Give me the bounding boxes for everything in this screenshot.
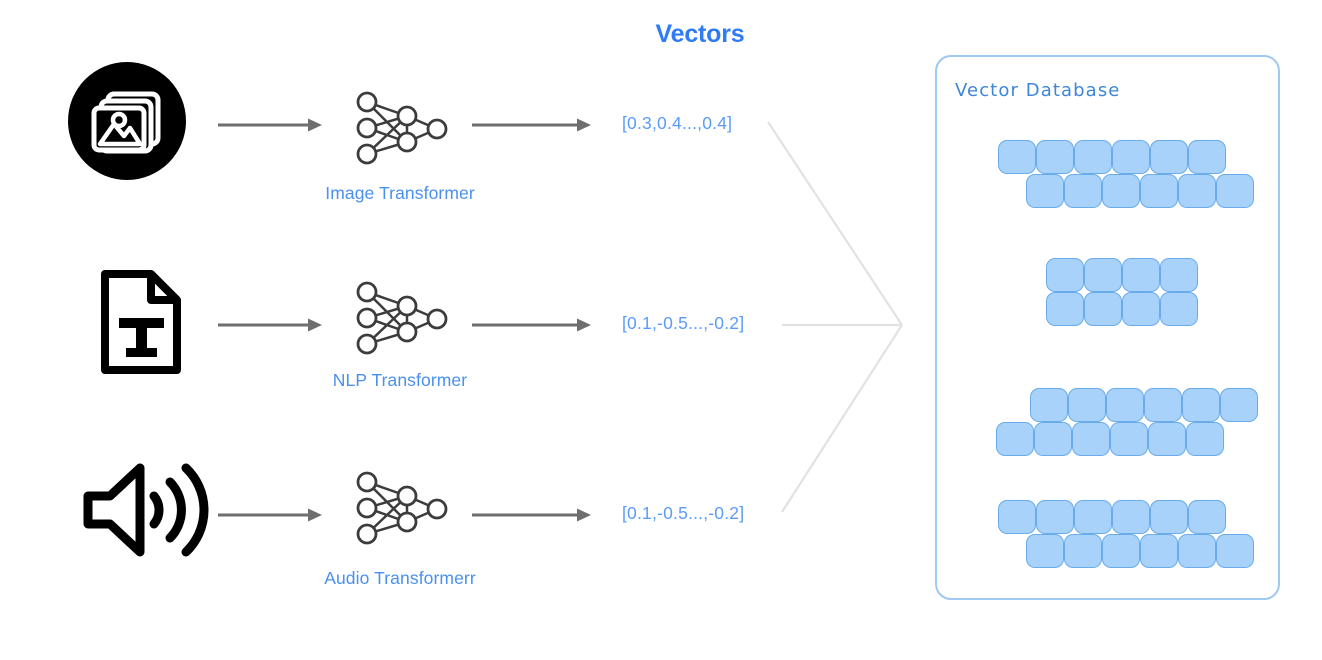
- vector-database-title: Vector Database: [955, 80, 1121, 101]
- vector-cell-row: [960, 174, 1260, 208]
- vector-cell: [1026, 174, 1064, 208]
- vector-cell: [998, 140, 1036, 174]
- vector-cell: [1074, 500, 1112, 534]
- vector-cell: [1034, 422, 1072, 456]
- vector-cell: [1106, 388, 1144, 422]
- vector-cell: [1084, 292, 1122, 326]
- neural-network-icon-audio: [345, 464, 455, 552]
- neural-network-icon-nlp: [345, 274, 455, 362]
- text-document-icon: [95, 268, 187, 376]
- arrow-transformer-to-vector-nlp: [472, 317, 592, 337]
- vector-cell: [1220, 388, 1258, 422]
- vector-cell-row: [960, 140, 1260, 174]
- arrow-transformer-to-vector-audio: [472, 507, 592, 527]
- images-photo-icon: [68, 62, 186, 180]
- transformer-label-audio: Audio Transformerr: [324, 568, 476, 588]
- vector-cell: [1102, 174, 1140, 208]
- vector-cell-row: [960, 258, 1260, 292]
- vector-cell: [1036, 500, 1074, 534]
- vector-cell: [1160, 292, 1198, 326]
- vector-cell: [1148, 422, 1186, 456]
- vector-cell-row: [960, 534, 1260, 568]
- vector-cell-group-4: [960, 500, 1260, 568]
- vector-cell: [1110, 422, 1148, 456]
- vector-cell-group-1: [960, 140, 1260, 208]
- page-title: Vectors: [655, 20, 745, 48]
- vector-cell: [1178, 534, 1216, 568]
- vector-cell: [1036, 140, 1074, 174]
- transformer-label-image: Image Transformer: [325, 183, 475, 203]
- vector-cell-row: [960, 388, 1260, 422]
- vector-cell: [1122, 292, 1160, 326]
- vector-cell: [1150, 140, 1188, 174]
- vector-cell: [1026, 534, 1064, 568]
- vector-value-nlp: [0.1,-0.5...,-0.2]: [622, 313, 745, 333]
- vector-cell: [1140, 174, 1178, 208]
- vector-cell-group-2: [960, 258, 1260, 326]
- vector-cell: [1072, 422, 1110, 456]
- arrow-audio-to-transformer: [218, 507, 323, 527]
- vector-cell: [1046, 292, 1084, 326]
- vector-cell: [1140, 534, 1178, 568]
- neural-network-icon-image: [345, 84, 455, 172]
- vector-cell: [1216, 174, 1254, 208]
- vector-cell-row: [960, 292, 1260, 326]
- vector-cell: [1068, 388, 1106, 422]
- vector-cell: [1112, 500, 1150, 534]
- vector-cell: [1084, 258, 1122, 292]
- arrow-transformer-to-vector-image: [472, 117, 592, 137]
- vector-cell: [1046, 258, 1084, 292]
- vector-cell-row: [960, 422, 1260, 456]
- vector-cell: [1160, 258, 1198, 292]
- vector-cell: [998, 500, 1036, 534]
- vector-cell: [1188, 140, 1226, 174]
- vector-cell: [1112, 140, 1150, 174]
- speaker-audio-icon: [82, 458, 210, 562]
- vector-cell: [1188, 500, 1226, 534]
- vector-cell-group-3: [960, 388, 1260, 456]
- transformer-label-nlp: NLP Transformer: [332, 370, 468, 390]
- vector-cell: [1122, 258, 1160, 292]
- vector-cell: [1030, 388, 1068, 422]
- vector-cell-row: [960, 500, 1260, 534]
- vector-cell: [1064, 174, 1102, 208]
- vector-cell: [1216, 534, 1254, 568]
- vector-cell: [1144, 388, 1182, 422]
- vector-cell: [1186, 422, 1224, 456]
- arrow-document-to-transformer: [218, 317, 323, 337]
- vector-cell: [1064, 534, 1102, 568]
- vector-cell: [996, 422, 1034, 456]
- arrow-image-to-transformer: [218, 117, 323, 137]
- vector-value-audio: [0.1,-0.5...,-0.2]: [622, 503, 745, 523]
- vector-cell: [1150, 500, 1188, 534]
- vector-cell: [1074, 140, 1112, 174]
- vector-cell: [1182, 388, 1220, 422]
- vector-cell: [1102, 534, 1140, 568]
- vector-value-image: [0.3,0.4...,0.4]: [622, 113, 733, 133]
- vector-cell: [1178, 174, 1216, 208]
